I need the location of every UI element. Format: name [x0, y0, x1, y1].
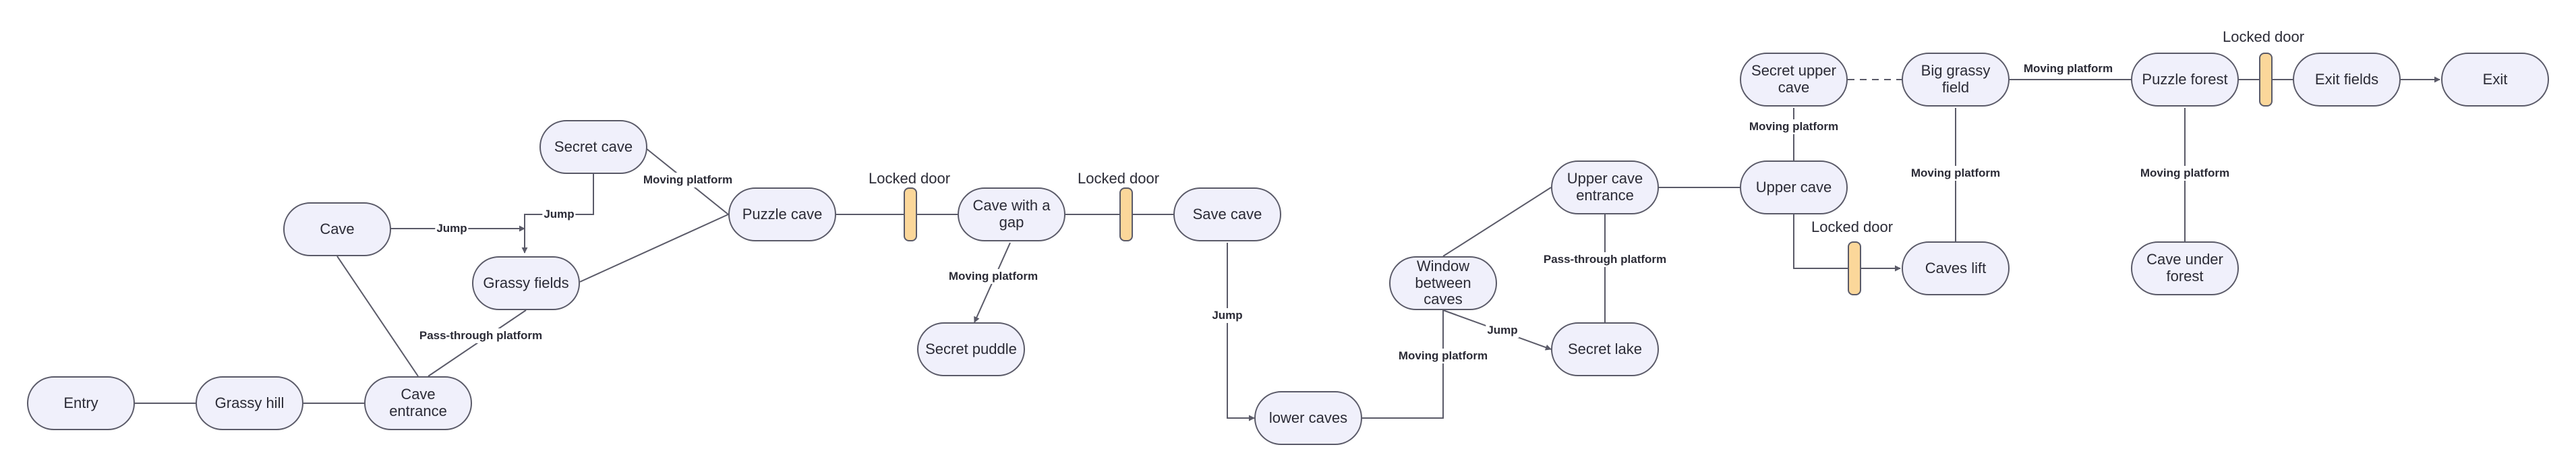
node-window-between-caves[interactable]: Window between caves — [1389, 256, 1497, 310]
edge-label-jump-cave: Jump — [435, 221, 469, 236]
node-save-cave[interactable]: Save cave — [1173, 187, 1281, 241]
locked-door-4-label: Locked door — [2223, 28, 2305, 45]
node-big-grassy-field[interactable]: Big grassy field — [1902, 53, 2010, 107]
edge-label-pass-through-2: Pass-through platform — [1542, 252, 1668, 267]
locked-door-4[interactable] — [2259, 53, 2273, 107]
node-grassy-fields[interactable]: Grassy fields — [472, 256, 580, 310]
edge-label-moving-gap: Moving platform — [947, 269, 1040, 284]
node-cave-under-forest[interactable]: Cave under forest — [2131, 241, 2239, 295]
node-secret-lake[interactable]: Secret lake — [1551, 322, 1659, 376]
edge-cave-entrance-grassy-fields — [428, 309, 527, 377]
edge-label-jump-save: Jump — [1210, 308, 1244, 323]
edge-label-moving-big-field: Moving platform — [2022, 61, 2115, 76]
node-entry[interactable]: Entry — [27, 376, 135, 430]
node-caves-lift[interactable]: Caves lift — [1902, 241, 2010, 295]
node-cave-entrance[interactable]: Cave entrance — [364, 376, 472, 430]
node-cave[interactable]: Cave — [283, 202, 391, 256]
node-grassy-hill[interactable]: Grassy hill — [196, 376, 303, 430]
edge-label-moving-lower: Moving platform — [1397, 349, 1490, 363]
locked-door-2[interactable] — [1119, 187, 1133, 241]
locked-door-1[interactable] — [904, 187, 917, 241]
edge-upper-cave-door3 — [1793, 214, 1848, 269]
edge-label-moving-upper: Moving platform — [1747, 119, 1840, 134]
node-lower-caves[interactable]: lower caves — [1254, 391, 1362, 445]
edge-grassy-fields-puzzle-cave — [579, 214, 729, 283]
node-secret-cave[interactable]: Secret cave — [539, 120, 647, 174]
edge-cave-entrance-cave — [336, 256, 419, 377]
node-puzzle-forest[interactable]: Puzzle forest — [2131, 53, 2239, 107]
node-exit-fields[interactable]: Exit fields — [2293, 53, 2401, 107]
edge-label-jump-secret-cave: Jump — [542, 207, 576, 222]
node-upper-cave[interactable]: Upper cave — [1740, 160, 1848, 214]
locked-door-2-label: Locked door — [1078, 170, 1160, 187]
edge-lower-caves-window — [1362, 310, 1444, 419]
locked-door-3-label: Locked door — [1811, 218, 1894, 235]
node-secret-puddle[interactable]: Secret puddle — [917, 322, 1025, 376]
node-exit[interactable]: Exit — [2441, 53, 2549, 107]
node-secret-upper-cave[interactable]: Secret upper cave — [1740, 53, 1848, 107]
edge-label-moving-forest: Moving platform — [2138, 166, 2231, 181]
edge-label-pass-through-1: Pass-through platform — [417, 328, 544, 343]
edge-label-jump-lake: Jump — [1486, 323, 1519, 338]
edge-label-moving-lift: Moving platform — [1909, 166, 2002, 181]
edge-window-upper-cave-entrance — [1442, 187, 1552, 257]
node-upper-cave-entrance[interactable]: Upper cave entrance — [1551, 160, 1659, 214]
node-cave-with-gap[interactable]: Cave with a gap — [958, 187, 1065, 241]
edge-save-cave-lower-caves-jump[interactable] — [1227, 243, 1255, 421]
node-puzzle-cave[interactable]: Puzzle cave — [728, 187, 836, 241]
locked-door-1-label: Locked door — [869, 170, 951, 187]
locked-door-3[interactable] — [1848, 241, 1861, 295]
edge-label-moving-secret-cave: Moving platform — [641, 173, 734, 187]
